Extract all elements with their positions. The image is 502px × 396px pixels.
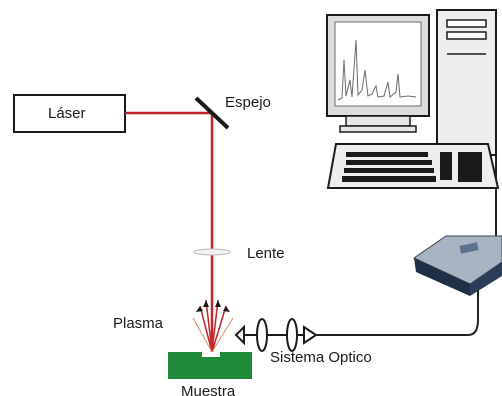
computer-tower-icon [436, 9, 497, 156]
lens-icon [193, 248, 231, 256]
computer-monitor-icon [326, 14, 430, 133]
keyboard-icon [326, 143, 500, 189]
laser-label: Láser [48, 105, 86, 122]
plasma-label: Plasma [113, 315, 164, 332]
sample-block [168, 352, 252, 379]
laser-beam [125, 111, 214, 352]
optical-system-icon [234, 318, 318, 352]
optics-label: Sistema Optico [270, 349, 372, 366]
mirror-label: Espejo [225, 94, 271, 111]
sample-label: Muestra [181, 383, 236, 396]
spectrometer-icon [412, 235, 502, 296]
mirror-icon [194, 96, 230, 130]
plasma-plume [192, 299, 234, 353]
laser-box: Láser [13, 94, 126, 133]
lens-label: Lente [247, 245, 285, 262]
